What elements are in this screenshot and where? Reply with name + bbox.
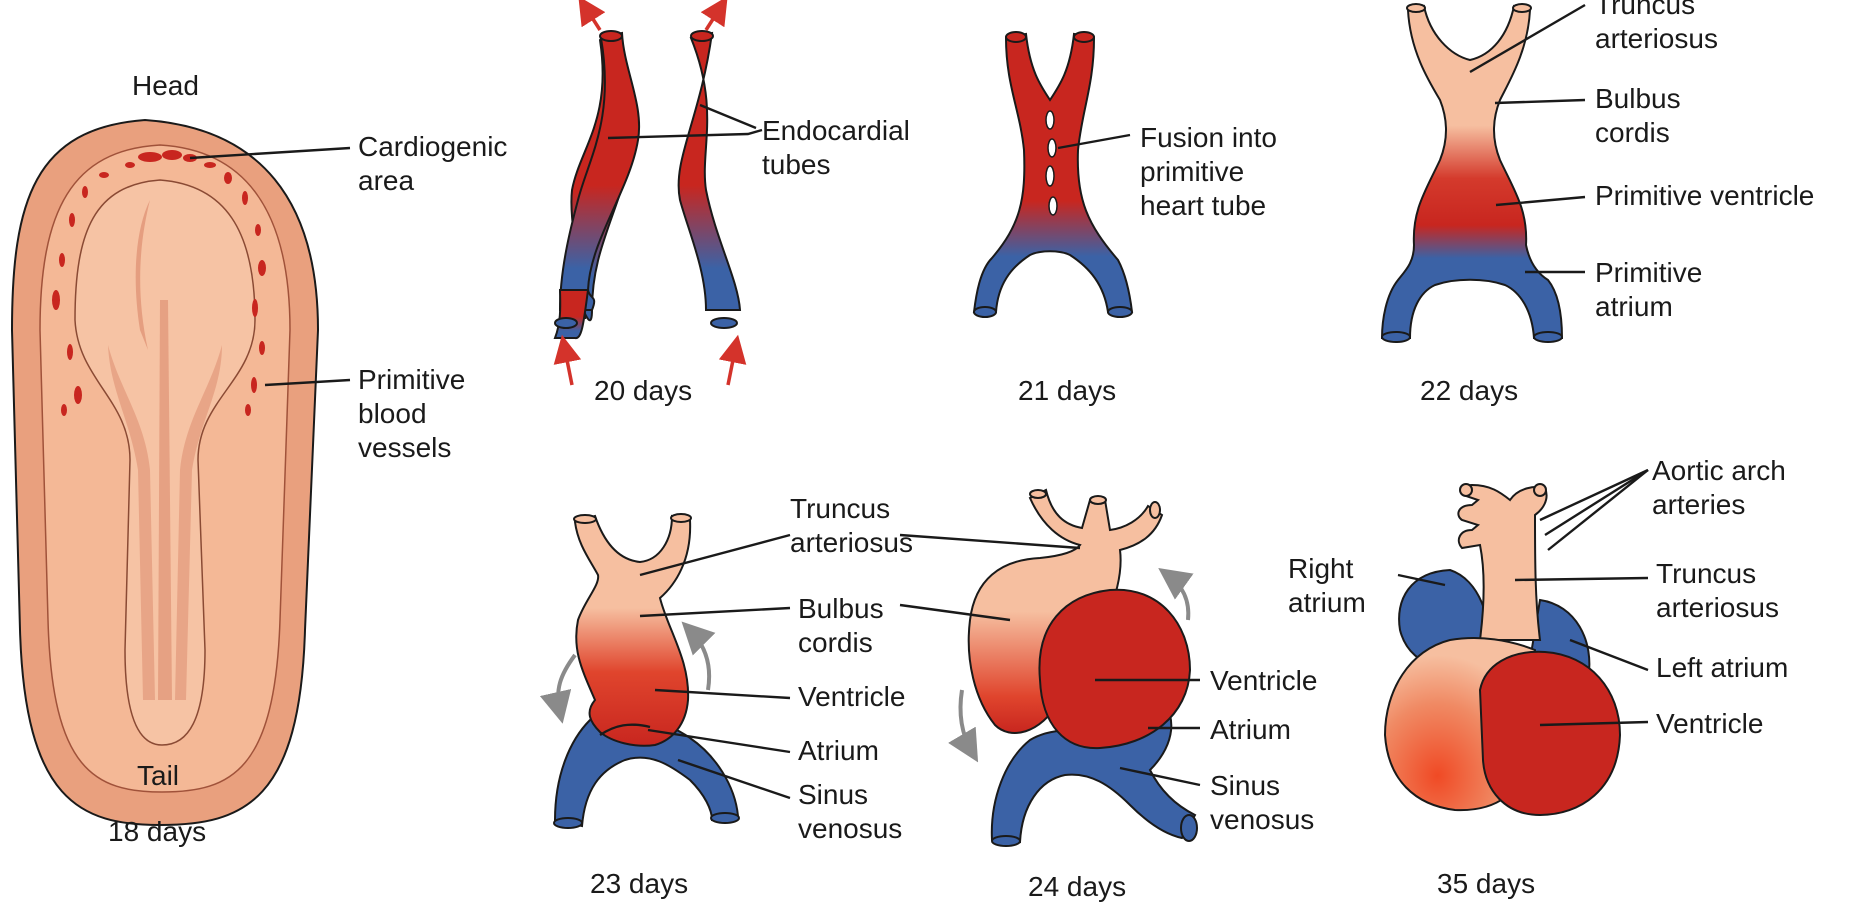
label-right-atrium: Right atrium <box>1288 553 1366 618</box>
sinus-24-bottom-left <box>992 836 1020 846</box>
leader-bulbus-22 <box>1495 100 1585 103</box>
heart-tube-23 <box>575 516 690 746</box>
heart-tube-22 <box>1382 6 1562 338</box>
label-truncus-23: Truncus arteriosus <box>790 493 913 558</box>
label-head: Head <box>132 70 199 101</box>
leader-endocardial-right <box>700 105 756 128</box>
heart-tube-23-top-right <box>671 514 691 522</box>
caption-23-days: 23 days <box>590 868 688 899</box>
heart-tube-24-top-mid <box>1090 496 1106 504</box>
heart-tube-22-top-left <box>1407 4 1425 12</box>
label-left-atrium: Left atrium <box>1656 652 1788 683</box>
flow-arrow-bottom-left <box>564 345 572 385</box>
label-tail: Tail <box>137 760 179 791</box>
caption-35-days: 35 days <box>1437 868 1535 899</box>
heart-tube-24-top-right <box>1150 502 1160 518</box>
heart-tube-22-bottom-left <box>1382 332 1410 342</box>
label-primitive-blood-vessels: Primitive blood vessels <box>358 364 473 463</box>
rotation-arrow-23-right <box>690 630 709 690</box>
label-ventricle-24: Ventricle <box>1210 665 1317 696</box>
caption-20-days: 20 days <box>594 375 692 406</box>
rotation-arrow-23-left <box>558 655 575 712</box>
label-truncus-22: Truncus arteriosus <box>1595 0 1718 54</box>
panel-20-days: Endocardial tubes 20 days <box>555 5 918 406</box>
flow-arrow-top-left <box>584 5 600 30</box>
label-bulbus-23: Bulbus cordis <box>798 593 891 658</box>
endocardial-tube-left-main <box>560 33 639 310</box>
sinus-24-bottom-right <box>1181 815 1197 841</box>
panel-22-days: Truncus arteriosus Bulbus cordis Primiti… <box>1382 0 1814 406</box>
label-ventricle-35: Ventricle <box>1656 708 1763 739</box>
caption-21-days: 21 days <box>1018 375 1116 406</box>
heart-tube-21-bottom-right <box>1108 307 1132 317</box>
label-truncus-35: Truncus arteriosus <box>1656 558 1779 623</box>
endocardial-tube-right-main <box>679 33 740 310</box>
label-bulbus-22: Bulbus cordis <box>1595 83 1688 148</box>
aortic-arch-2 <box>1534 484 1546 496</box>
flow-arrow-bottom-right <box>728 345 736 385</box>
label-atrium-23: Atrium <box>798 735 879 766</box>
label-cardiogenic-area: Cardiogenic area <box>358 131 515 196</box>
tube-right-top-opening <box>691 31 713 41</box>
panel-21-days: Fusion into primitive heart tube 21 days <box>974 32 1285 406</box>
tube-left-lower <box>555 290 588 338</box>
tube-left-top-opening <box>600 31 622 41</box>
caption-24-days: 24 days <box>1028 871 1126 902</box>
panel-24-days: Ventricle Atrium Sinus venosus 24 days <box>900 490 1317 902</box>
leader-truncus-24 <box>900 535 1080 548</box>
heart-tube-21-top-left <box>1006 32 1026 42</box>
label-endocardial-tubes: Endocardial tubes <box>762 115 918 180</box>
heart-tube-21-top-right <box>1074 32 1094 42</box>
label-atrium-24: Atrium <box>1210 714 1291 745</box>
label-primitive-ventricle: Primitive ventricle <box>1595 180 1814 211</box>
heart-tube-22-top-right <box>1513 4 1531 12</box>
tube-right-bottom-opening <box>711 318 737 328</box>
heart-tube-24-top-left <box>1030 490 1046 498</box>
sinus-23-bottom-right <box>711 813 739 823</box>
label-sinus-23: Sinus venosus <box>798 779 902 844</box>
panel-35-days: Aortic arch arteries Right atrium Truncu… <box>1288 455 1794 899</box>
label-fusion-heart-tube: Fusion into primitive heart tube <box>1140 122 1285 221</box>
heart-tube-21-bottom-left <box>974 307 996 317</box>
rotation-arrow-24-left <box>960 690 972 752</box>
panel-23-days: Truncus arteriosus Bulbus cordis Ventric… <box>554 493 913 899</box>
caption-22-days: 22 days <box>1420 375 1518 406</box>
caption-18-days: 18 days <box>108 816 206 847</box>
sinus-23-bottom-left <box>554 818 582 828</box>
flow-arrow-top-right <box>706 5 722 30</box>
label-ventricle-23: Ventricle <box>798 681 905 712</box>
label-sinus-24: Sinus venosus <box>1210 770 1314 835</box>
leader-aortic-2 <box>1545 470 1648 535</box>
tube-left-bottom-opening <box>555 318 577 328</box>
label-primitive-atrium: Primitive atrium <box>1595 257 1710 322</box>
panel-18-days: Head Cardiogenic area Primitive blood ve… <box>12 70 515 847</box>
heart-tube-23-top-left <box>574 515 596 523</box>
ventricle-35 <box>1480 652 1620 815</box>
label-aortic-arch-arteries: Aortic arch arteries <box>1652 455 1794 520</box>
aortic-arch-1 <box>1460 484 1472 496</box>
heart-tube-22-bottom-right <box>1534 332 1562 342</box>
